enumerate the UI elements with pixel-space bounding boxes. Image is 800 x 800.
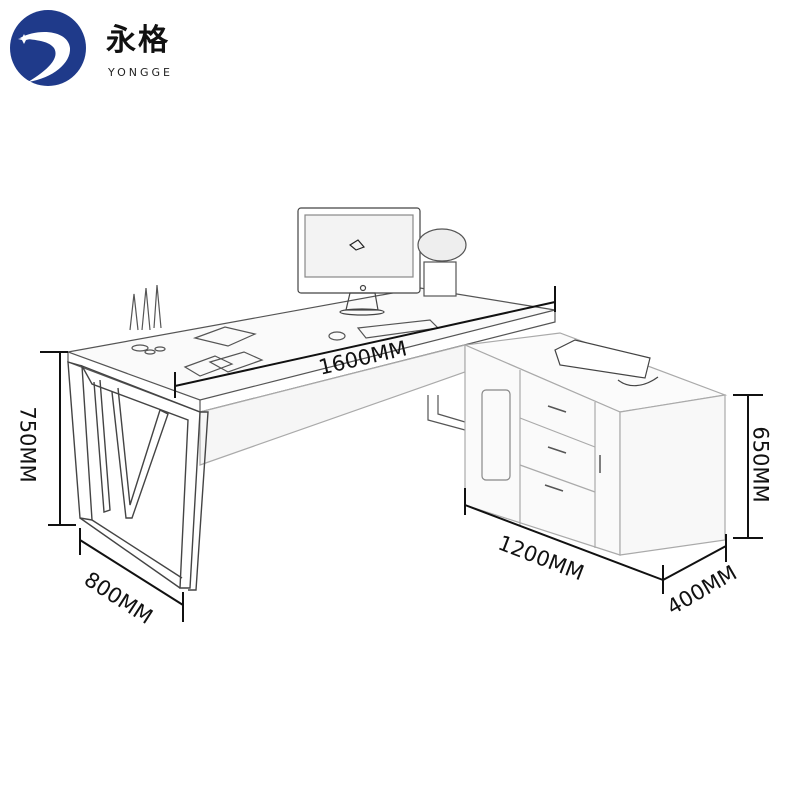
brand-name-cn: 永格: [106, 23, 170, 58]
pen-holder-icon: [129, 284, 166, 355]
left-leg-frame: [67, 361, 209, 591]
potted-flower-icon: [417, 228, 467, 297]
logo-mark-icon: [10, 10, 86, 86]
mouse-icon: [328, 331, 346, 341]
right-back-leg: [427, 395, 466, 431]
dimension-lines: [40, 286, 763, 622]
fax-machine-icon: [554, 339, 659, 387]
desk-phone-icon: [192, 326, 257, 347]
dim-cabinet-height: 650MM: [748, 426, 773, 503]
dim-desk-height: 750MM: [15, 406, 40, 483]
brand-name-en: YONGGE: [108, 66, 174, 79]
documents-icon: [183, 351, 264, 377]
side-cabinet: [462, 332, 728, 556]
drawer-handles: [544, 405, 601, 492]
monitor-icon: [297, 207, 421, 316]
brand-logo: 永格 YONGGE: [8, 8, 198, 88]
